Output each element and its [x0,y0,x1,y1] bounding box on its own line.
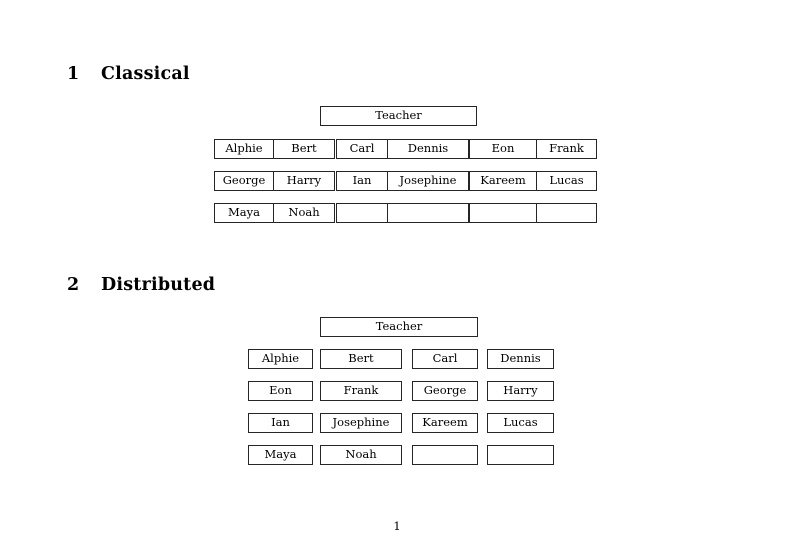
classical-col-b-row-1: Carl Dennis [336,139,469,159]
student-cell-empty [469,203,537,223]
distributed-cell-r2c3: George [412,381,478,401]
section-title: Distributed [101,275,216,295]
table-row [336,203,469,223]
classical-col-a-row-3: Maya Noah [214,203,335,223]
student-cell: Carl [412,349,478,369]
student-cell: Frank [320,381,402,401]
table-row [469,203,597,223]
student-cell-empty [536,203,597,223]
section-number: 2 [67,275,80,295]
student-cell: Dennis [387,139,469,159]
distributed-cell-r4c3 [412,445,478,465]
distributed-cell-r1c3: Carl [412,349,478,369]
student-cell: Noah [273,203,335,223]
classical-col-b-row-2: Ian Josephine [336,171,469,191]
table-row: George Harry [214,171,335,191]
table-row: Ian [248,413,313,433]
table-row: Josephine [320,413,402,433]
student-cell: Lucas [536,171,597,191]
student-cell: Eon [469,139,537,159]
section-heading-classical: 1 Classical [67,64,190,84]
table-row: Alphie [248,349,313,369]
student-cell: Eon [248,381,313,401]
table-row: George [412,381,478,401]
distributed-cell-r3c2: Josephine [320,413,402,433]
classical-col-c-row-2: Kareem Lucas [469,171,597,191]
distributed-cell-r4c4 [487,445,554,465]
distributed-cell-r2c2: Frank [320,381,402,401]
distributed-cell-r3c1: Ian [248,413,313,433]
distributed-cell-r4c2: Noah [320,445,402,465]
student-cell-empty [412,445,478,465]
table-row: Harry [487,381,554,401]
student-cell: Ian [248,413,313,433]
student-cell: Kareem [469,171,537,191]
student-cell: Noah [320,445,402,465]
student-cell: Maya [248,445,313,465]
student-cell: Josephine [320,413,402,433]
distributed-cell-r3c4: Lucas [487,413,554,433]
table-row: Maya [248,445,313,465]
distributed-cell-r3c3: Kareem [412,413,478,433]
table-row: Bert [320,349,402,369]
student-cell: Lucas [487,413,554,433]
table-row: Noah [320,445,402,465]
student-cell: Josephine [387,171,469,191]
student-cell: Ian [336,171,388,191]
student-cell: Maya [214,203,274,223]
section-heading-distributed: 2 Distributed [67,275,215,295]
classical-col-a-row-2: George Harry [214,171,335,191]
student-cell: George [214,171,274,191]
student-cell: Harry [487,381,554,401]
distributed-cell-r1c4: Dennis [487,349,554,369]
student-cell-empty [336,203,388,223]
section-number: 1 [67,64,80,84]
table-row: Kareem Lucas [469,171,597,191]
student-cell: Alphie [214,139,274,159]
table-row: Carl Dennis [336,139,469,159]
table-row: Teacher [320,317,478,337]
student-cell-empty [387,203,469,223]
student-cell: Alphie [248,349,313,369]
distributed-cell-r2c4: Harry [487,381,554,401]
distributed-cell-r4c1: Maya [248,445,313,465]
distributed-cell-r1c2: Bert [320,349,402,369]
student-cell: Bert [273,139,335,159]
table-row: Alphie Bert [214,139,335,159]
student-cell: Frank [536,139,597,159]
student-cell-empty [487,445,554,465]
table-row: Ian Josephine [336,171,469,191]
section-title: Classical [101,64,190,84]
distributed-cell-r2c1: Eon [248,381,313,401]
table-row: Eon Frank [469,139,597,159]
classical-col-c-row-3 [469,203,597,223]
table-row: Teacher [320,106,477,126]
table-row [412,445,478,465]
classical-col-c-row-1: Eon Frank [469,139,597,159]
classical-teacher-box: Teacher [320,106,477,126]
student-cell: Dennis [487,349,554,369]
teacher-cell: Teacher [320,106,477,126]
student-cell: Kareem [412,413,478,433]
table-row: Carl [412,349,478,369]
student-cell: Carl [336,139,388,159]
student-cell: Harry [273,171,335,191]
table-row: Eon [248,381,313,401]
student-cell: George [412,381,478,401]
table-row [487,445,554,465]
teacher-cell: Teacher [320,317,478,337]
distributed-cell-r1c1: Alphie [248,349,313,369]
table-row: Maya Noah [214,203,335,223]
table-row: Lucas [487,413,554,433]
classical-col-b-row-3 [336,203,469,223]
page-number: 1 [393,519,401,533]
table-row: Frank [320,381,402,401]
distributed-teacher-box: Teacher [320,317,478,337]
table-row: Dennis [487,349,554,369]
student-cell: Bert [320,349,402,369]
classical-col-a-row-1: Alphie Bert [214,139,335,159]
table-row: Kareem [412,413,478,433]
